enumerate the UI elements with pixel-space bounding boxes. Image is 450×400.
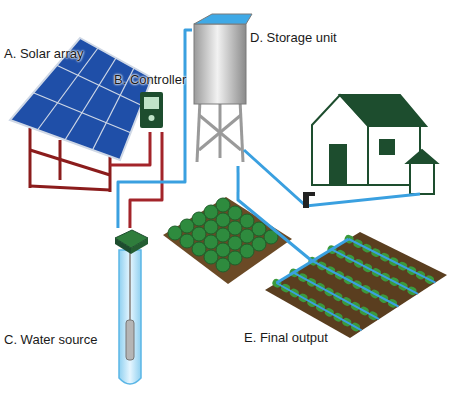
water-pipe: [237, 166, 240, 192]
component-label: B. Controller: [114, 72, 186, 87]
component-label: D. Storage unit: [250, 30, 337, 45]
component-node: B. Controller: [112, 72, 192, 132]
component-node: D. Storage unit: [192, 16, 322, 166]
water-tap-spout: [303, 192, 315, 196]
component-node: A. Solar array: [2, 46, 110, 186]
water-pipe: [118, 30, 192, 228]
field-pipe: [238, 192, 312, 261]
component-label: A. Solar array: [4, 46, 83, 61]
power-wire: [110, 132, 150, 165]
house: [312, 95, 437, 194]
component-node: E. Final output: [168, 192, 445, 347]
component-node: C. Water source: [2, 228, 152, 388]
controller-device: [140, 92, 163, 128]
vegetable-field: [265, 232, 447, 338]
well: [115, 230, 148, 384]
house-pipe: [244, 150, 420, 206]
storage-tank: [194, 14, 252, 162]
component-label: E. Final output: [244, 330, 328, 345]
orchard-field: [163, 197, 292, 284]
component-label: C. Water source: [4, 332, 97, 347]
power-wire: [130, 132, 162, 228]
